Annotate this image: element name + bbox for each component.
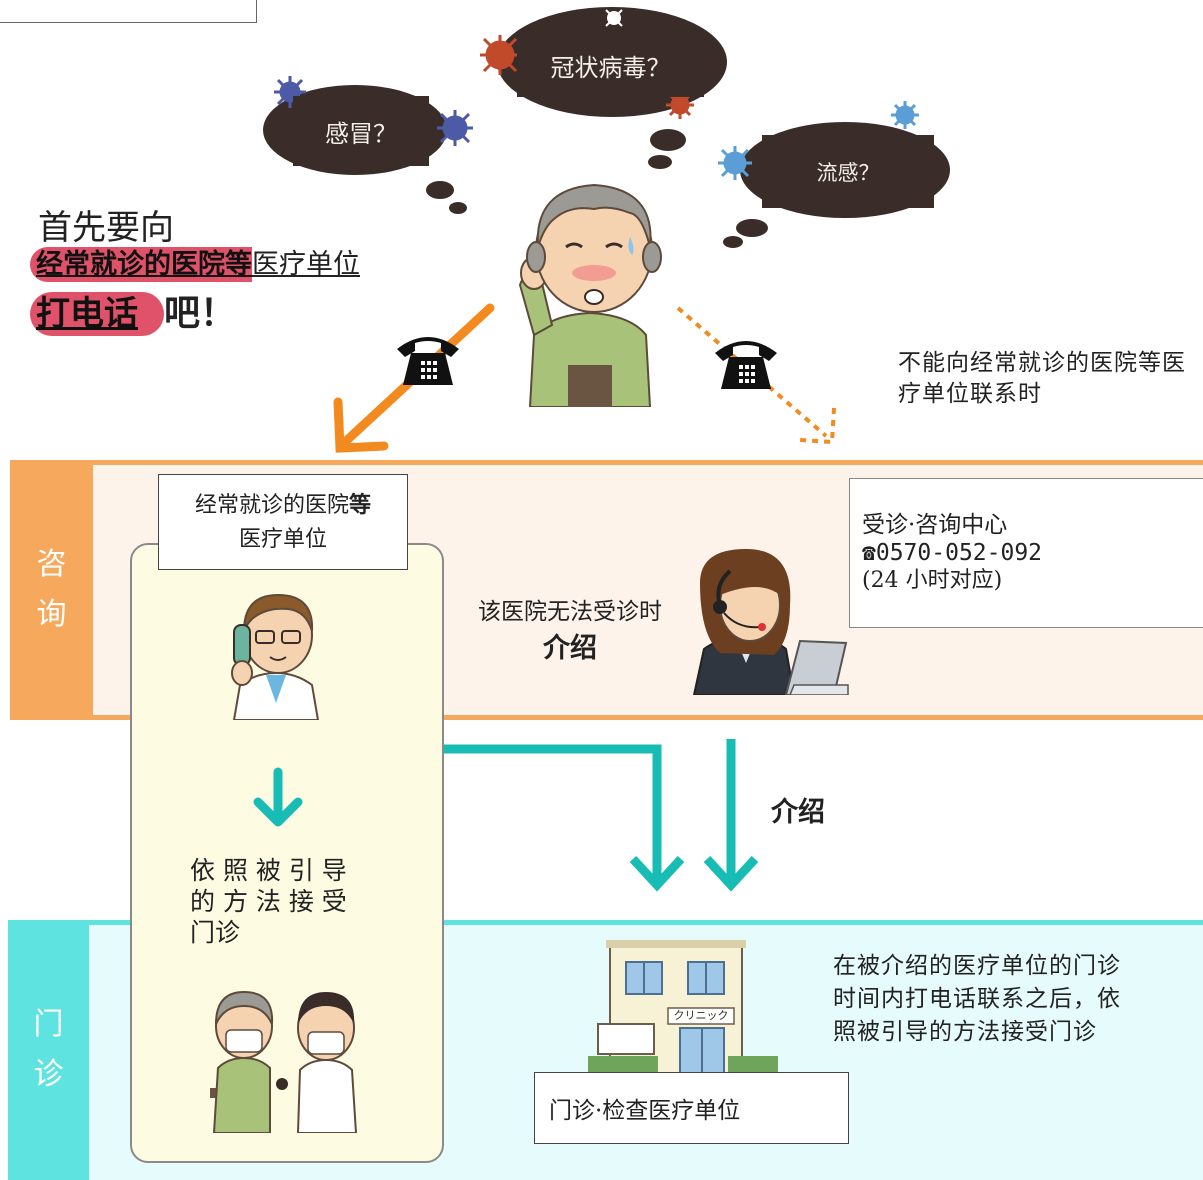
elderly-man-illustration bbox=[518, 183, 662, 407]
referral-arrows bbox=[444, 739, 759, 892]
referral-arrow-head bbox=[629, 855, 685, 892]
doctor-phone-illustration bbox=[231, 593, 320, 720]
phone-icon: ☎ bbox=[862, 540, 876, 566]
virus-icon bbox=[666, 91, 694, 119]
consult-center-phone-row: ☎0570-052-092 bbox=[862, 539, 1203, 567]
cold-bubble-trail bbox=[426, 181, 454, 199]
clinic-lane-char: 诊 bbox=[33, 1057, 64, 1092]
outpatient-box: 门诊·检查医疗单位 bbox=[534, 1072, 849, 1144]
referral-middle-line1: 该医院无法受诊时 bbox=[478, 599, 662, 625]
virus-icon bbox=[891, 101, 919, 129]
outpatient-note-line: 照被引导的方法接受门诊 bbox=[833, 1019, 1097, 1045]
consult-lane-char: 询 bbox=[36, 597, 67, 632]
intro-line2: 经常就诊的医院等医疗单位 bbox=[30, 242, 360, 282]
outpatient-note-line: 时间内打电话联系之后，依 bbox=[833, 986, 1121, 1012]
intro-line2-highlight: 经常就诊的医院等 bbox=[30, 247, 252, 282]
family-clinic-instruction: 依 照 被 引 导 的 方 法 接 受 门诊 bbox=[190, 855, 347, 948]
phone-icon bbox=[397, 337, 459, 385]
virus-icon bbox=[480, 35, 520, 75]
virus-icon bbox=[274, 76, 306, 108]
family-clinic-title: 经常就诊的医院等 医疗单位 bbox=[158, 474, 408, 570]
patient-doctor-illustration bbox=[210, 990, 358, 1133]
clinic-lane-char: 门 bbox=[33, 1007, 64, 1042]
family-clinic-title-bold: 等 bbox=[349, 493, 372, 518]
intro-line3: 打电话吧！ bbox=[30, 284, 236, 336]
corona-bubble-trail bbox=[648, 155, 672, 169]
referral-arrow-from-clinic bbox=[444, 744, 662, 885]
family-clinic-title-part1: 经常就诊的医院 bbox=[194, 493, 349, 518]
consult-center-phone[interactable]: 0570-052-092 bbox=[875, 540, 1043, 566]
alt-contact-note: 不能向经常就诊的医院等医疗单位联系时 bbox=[898, 350, 1186, 407]
referral-arrow-label: 介绍 bbox=[771, 797, 825, 828]
building-sign: クリニック bbox=[673, 1009, 729, 1022]
consult-center-box: 受诊·咨询中心 ☎0570-052-092 (24 小时对应) bbox=[849, 478, 1203, 628]
virus-icon bbox=[605, 9, 623, 27]
virus-icon bbox=[718, 146, 752, 180]
thought-flu: 流感？ bbox=[762, 135, 934, 208]
instruction-line: 依 照 被 引 导 bbox=[190, 856, 347, 885]
consult-center-hours: (24 小时对应) bbox=[862, 568, 1003, 593]
thought-corona: 冠状病毒？ bbox=[517, 33, 704, 97]
referral-middle-line2: 介绍 bbox=[543, 633, 597, 664]
consult-center-name: 受诊·咨询中心 bbox=[862, 512, 1008, 538]
outpatient-note-line: 在被介绍的医疗单位的门诊 bbox=[833, 953, 1121, 979]
outpatient-note: 在被介绍的医疗单位的门诊 时间内打电话联系之后，依 照被引导的方法接受门诊 bbox=[833, 950, 1121, 1049]
corona-bubble-trail bbox=[650, 129, 686, 151]
intro-line1: 首先要向 bbox=[38, 208, 174, 248]
instruction-line: 门诊 bbox=[190, 918, 241, 947]
clinic-lane-tag: 门 诊 bbox=[8, 920, 89, 1180]
intro-line3-highlight: 打电话 bbox=[30, 292, 164, 336]
consult-lane-char: 咨 bbox=[36, 547, 67, 582]
flu-bubble-trail bbox=[723, 236, 743, 248]
intro-line3-rest: 吧！ bbox=[164, 292, 237, 334]
phone-icon bbox=[715, 341, 777, 389]
down-arrow-icon bbox=[253, 767, 303, 827]
corner-frame bbox=[0, 0, 257, 23]
instruction-line: 的 方 法 接 受 bbox=[190, 887, 347, 916]
flu-bubble-trail bbox=[736, 219, 768, 237]
referral-arrow-head bbox=[703, 855, 759, 892]
consult-lane-tag: 咨 询 bbox=[10, 460, 93, 720]
virus-icon bbox=[437, 110, 473, 146]
intro-line2-rest: 医疗单位 bbox=[252, 249, 360, 280]
cold-bubble-trail bbox=[449, 202, 467, 214]
family-clinic-title-line2: 医疗单位 bbox=[238, 527, 327, 552]
outpatient-box-label: 门诊·检查医疗单位 bbox=[549, 1098, 741, 1124]
thought-cold: 感冒？ bbox=[293, 96, 429, 166]
clinic-building-illustration bbox=[588, 940, 778, 1077]
call-center-operator-illustration bbox=[692, 549, 849, 695]
referral-middle: 该医院无法受诊时 介绍 bbox=[455, 592, 685, 665]
